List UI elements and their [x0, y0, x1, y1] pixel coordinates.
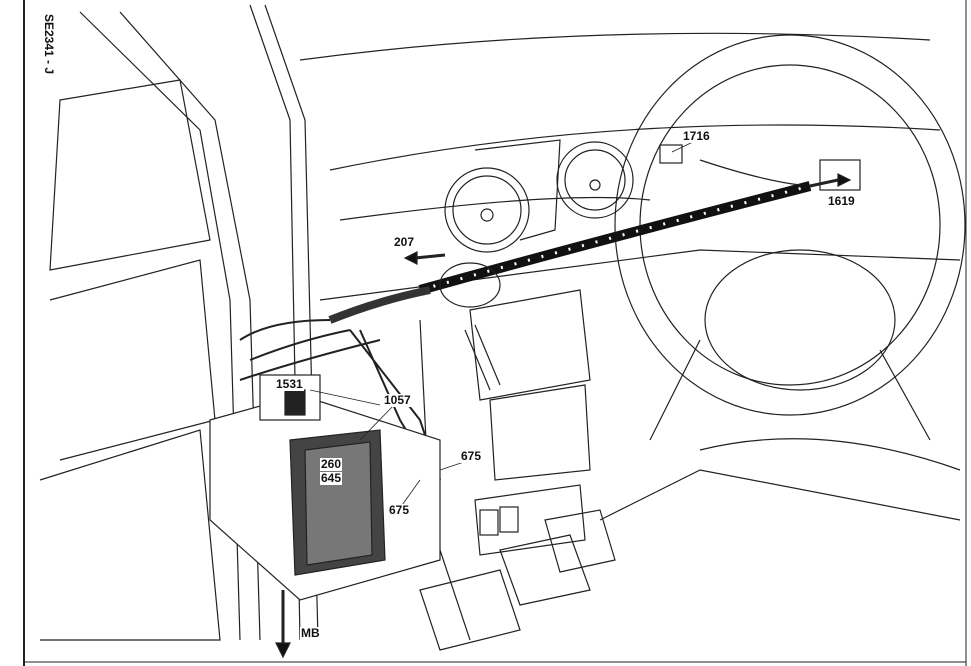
- callout-675-upper: 675: [460, 449, 483, 463]
- control-unit: [209, 374, 441, 601]
- callout-1531: 1531: [275, 377, 304, 391]
- door-pillar: [39, 4, 319, 641]
- callout-1716: 1716: [682, 129, 711, 143]
- mb-arrow-head: [275, 642, 291, 659]
- instrument-cluster: [444, 139, 634, 253]
- callout-207: 207: [393, 235, 416, 249]
- wiring-harness: [239, 159, 852, 481]
- callout-mb: MB: [300, 626, 321, 640]
- callout-1619: 1619: [827, 194, 856, 208]
- figure-reference: SE2341 - J: [42, 14, 56, 75]
- callout-260: 260: [320, 457, 343, 471]
- steering-wheel: [614, 34, 966, 441]
- pedals: [419, 509, 616, 651]
- callout-645: 645: [320, 471, 343, 485]
- callout-675-lower: 675: [388, 503, 411, 517]
- callout-1057: 1057: [383, 393, 412, 407]
